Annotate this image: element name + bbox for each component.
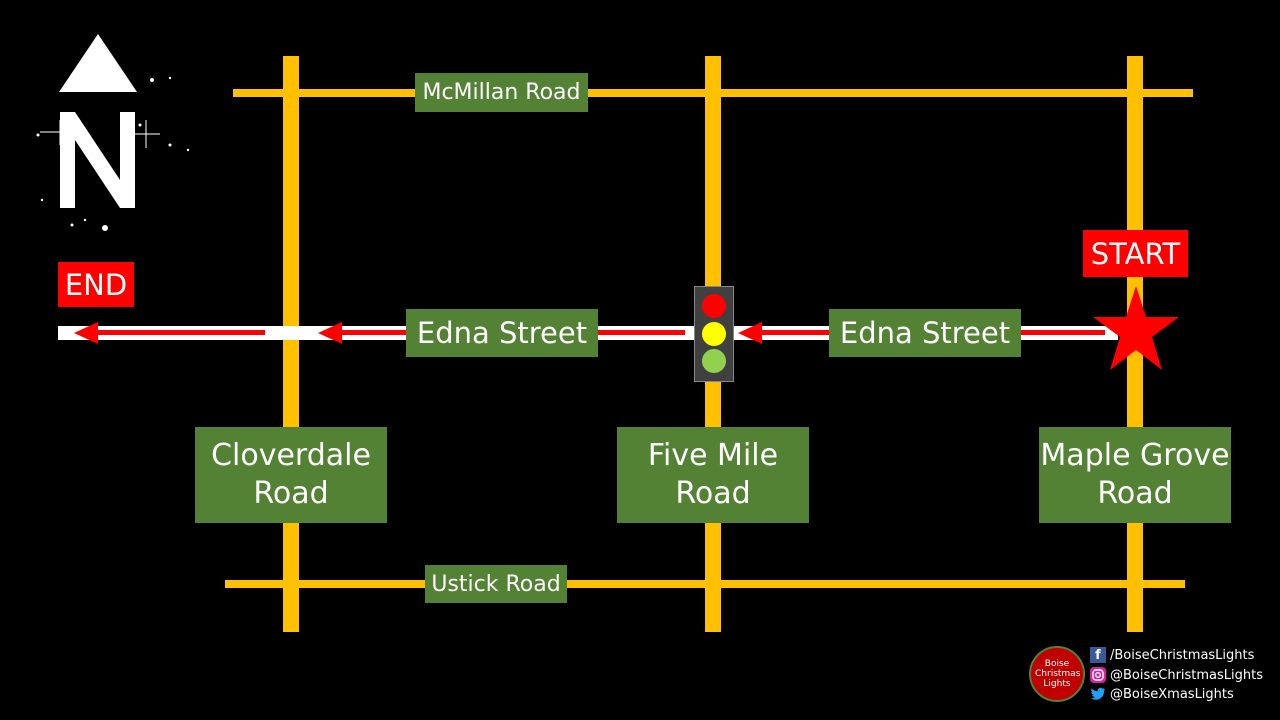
end-label: END	[58, 262, 134, 307]
boise-christmas-lights-logo: Boise Christmas Lights	[1029, 646, 1085, 702]
start-star-icon	[1091, 284, 1181, 374]
five-mile-road-sign: Five Mile Road	[617, 427, 809, 523]
facebook-link[interactable]: f /BoiseChristmasLights	[1090, 647, 1254, 663]
edna-street-sign-west: Edna Street	[406, 309, 598, 357]
instagram-link[interactable]: @BoiseChristmasLights	[1090, 667, 1263, 683]
route-arrow-icon	[318, 322, 342, 344]
north-arrow-icon	[36, 34, 190, 231]
compass: N	[20, 30, 190, 240]
edna-street-sign-east: Edna Street	[829, 309, 1021, 357]
traffic-light-icon	[694, 286, 734, 382]
traffic-light-green	[702, 349, 726, 373]
mcmillan-road-sign: McMillan Road	[415, 73, 588, 112]
twitter-icon	[1090, 686, 1106, 702]
maple-grove-road-sign: Maple Grove Road	[1039, 427, 1231, 523]
cloverdale-road-sign: Cloverdale Road	[195, 427, 387, 523]
traffic-light-yellow	[702, 322, 726, 346]
ustick-road-sign: Ustick Road	[425, 565, 567, 603]
twitter-link[interactable]: @BoiseXmasLights	[1090, 686, 1234, 702]
logo-text: Boise Christmas Lights	[1035, 659, 1081, 689]
route-arrow-icon	[74, 322, 98, 344]
instagram-handle: @BoiseChristmasLights	[1110, 667, 1264, 683]
traffic-light-red	[702, 294, 726, 318]
facebook-handle: /BoiseChristmasLights	[1110, 647, 1255, 663]
twitter-handle: @BoiseXmasLights	[1110, 686, 1234, 702]
route-line-west	[95, 330, 265, 335]
route-arrow-icon	[738, 322, 762, 344]
facebook-icon: f	[1090, 647, 1106, 663]
cloverdale-road-line	[283, 56, 299, 632]
start-label: START	[1083, 230, 1188, 277]
instagram-icon	[1090, 667, 1106, 683]
